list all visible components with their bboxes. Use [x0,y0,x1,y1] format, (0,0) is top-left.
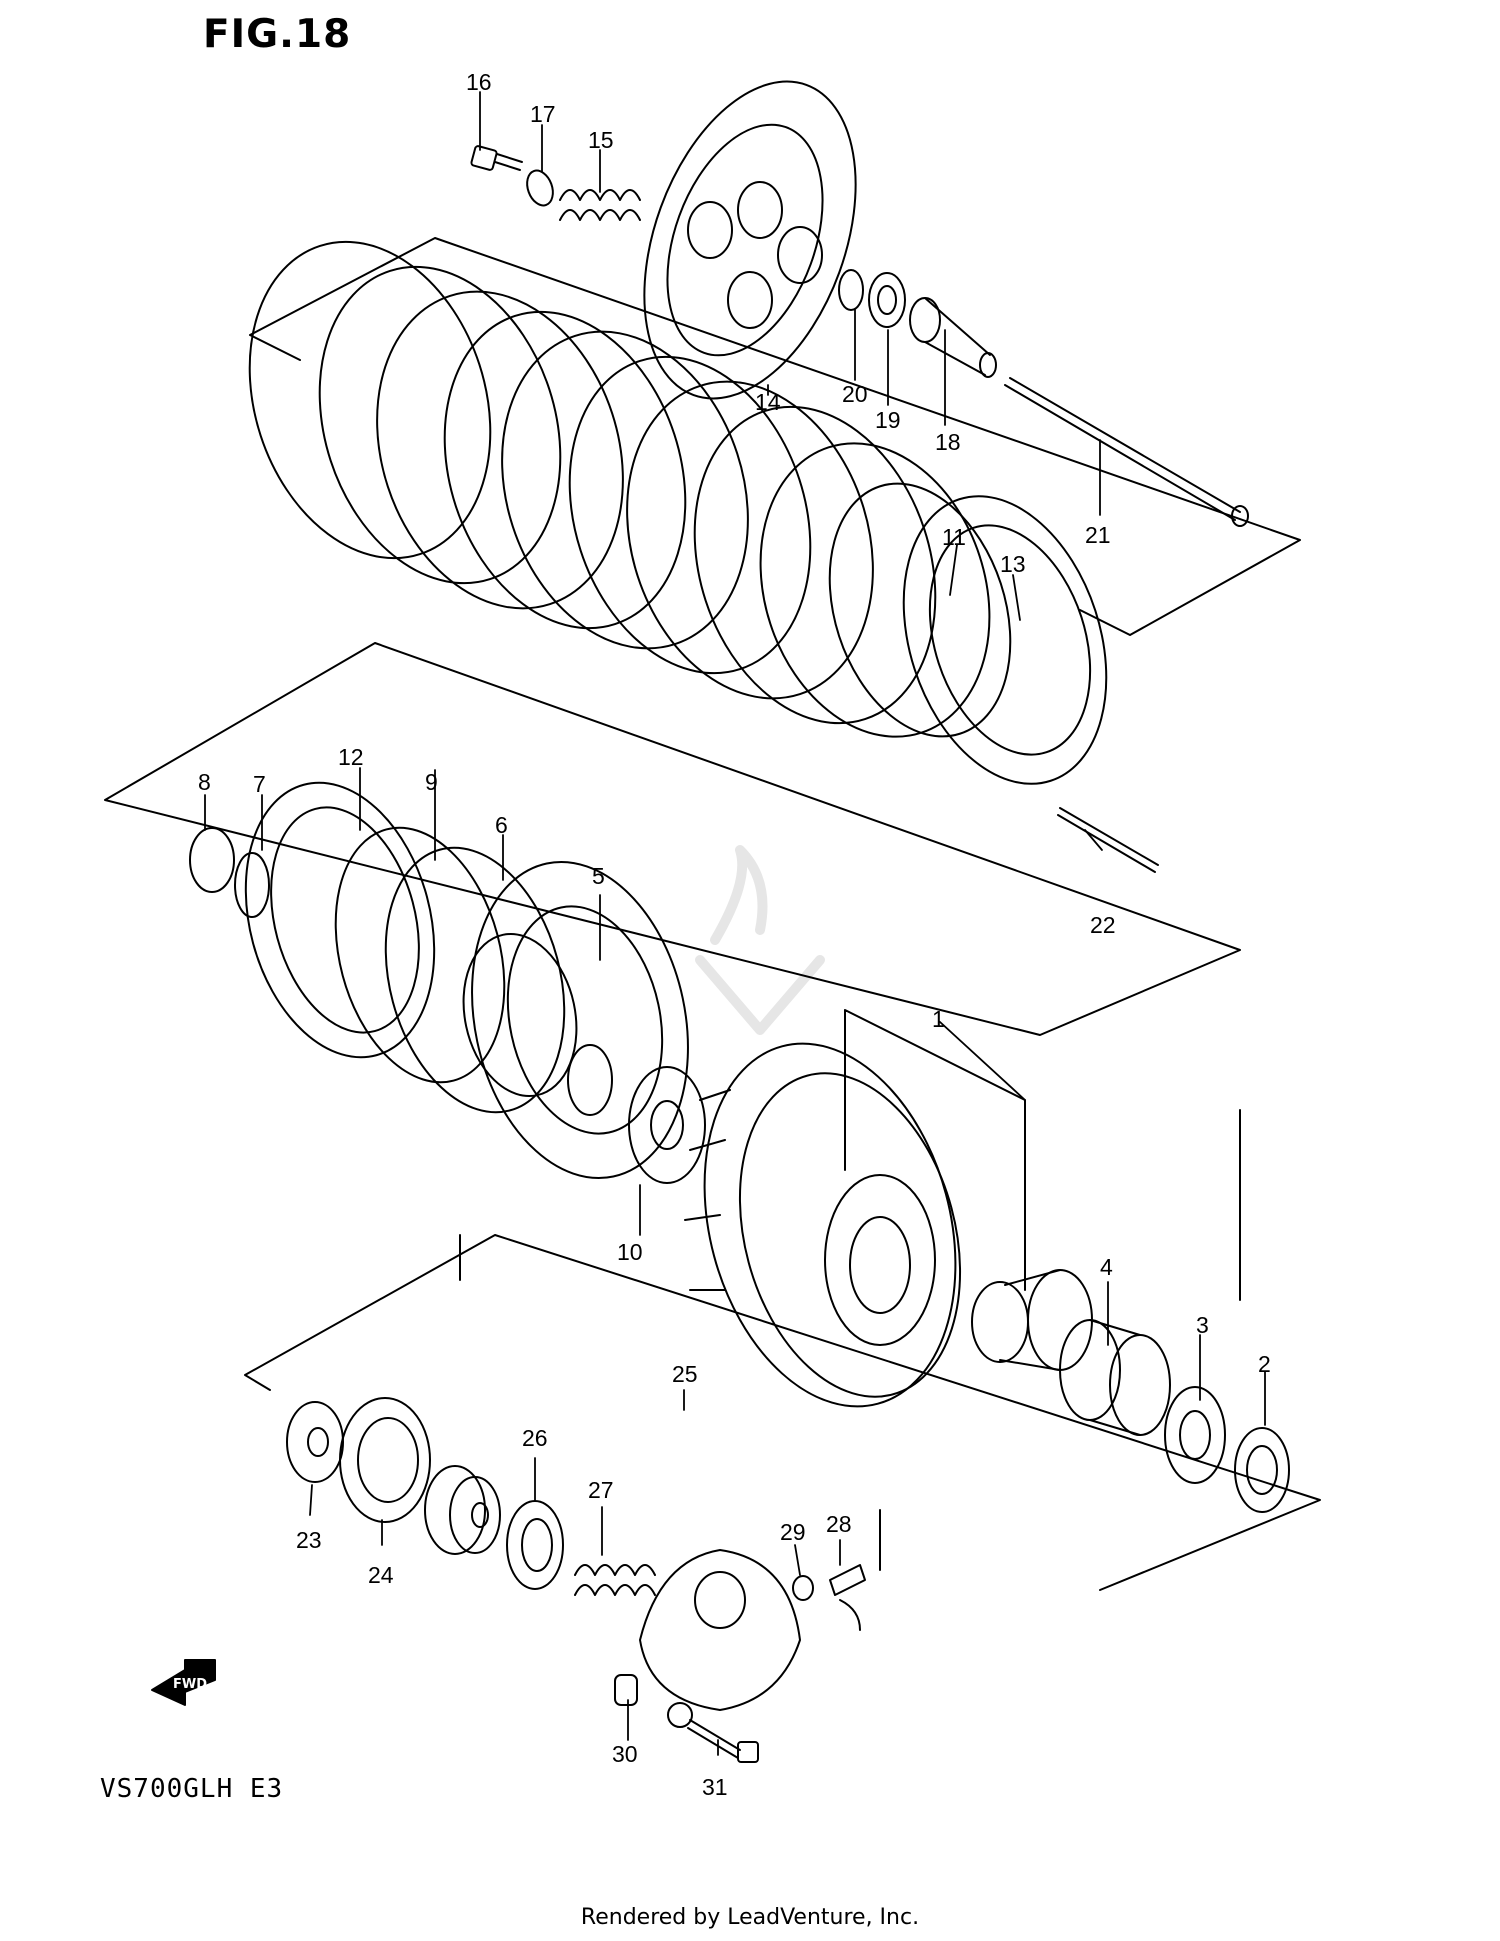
bracket-plates [249,237,1301,636]
bracket-housing [844,1009,1241,1301]
dowel-pin [614,1674,638,1706]
wire-ring [384,846,566,1114]
spacer [971,1269,1093,1371]
watermark-logo [695,845,825,1035]
part-number-2: 2 [1258,1351,1271,1377]
part-number-12: 12 [338,744,364,770]
needle-bearing [1059,1319,1171,1436]
clutch-plate-stack [248,240,1108,785]
part-number-31: 31 [702,1774,728,1800]
figure-title: FIG.18 [203,12,352,57]
part-number-23: 23 [296,1527,322,1553]
leader-lines [204,91,1266,1756]
part-number-20: 20 [842,381,868,407]
part-number-9: 9 [425,769,438,795]
fwd-label: FWD [173,1677,207,1692]
pressure-plate [643,80,857,400]
part-number-16: 16 [466,69,492,95]
part-number-25: 25 [672,1361,698,1387]
part-number-1: 1 [932,1006,945,1032]
fwd-arrow [151,1659,216,1706]
release-cylinder [639,1549,801,1728]
part-number-27: 27 [588,1477,614,1503]
push-piece [909,297,997,378]
guide-pin [1057,807,1159,873]
cylinder-bolt [687,1719,759,1763]
bracket-hub [104,642,1241,1036]
washer [526,169,554,207]
piston [424,1465,501,1555]
piston-seal [286,1401,344,1483]
oil-seal [506,1500,564,1590]
spring-plate [244,781,436,1059]
nut [189,827,235,893]
part-number-15: 15 [588,127,614,153]
footer-credit: Rendered by LeadVenture, Inc. [580,1905,920,1930]
thrust-washer-hub [628,1066,706,1184]
part-number-29: 29 [780,1519,806,1545]
part-number-18: 18 [935,429,961,455]
part-number-10: 10 [617,1239,643,1265]
part-number-5: 5 [592,863,605,889]
part-number-11: 11 [942,524,966,550]
bolt [470,145,523,171]
part-number-4: 4 [1100,1254,1113,1280]
lock-washer [234,852,270,918]
bleeder-valve [829,1564,866,1631]
model-code: VS700GLH E3 [100,1774,284,1804]
part-number-21: 21 [1085,522,1111,548]
clutch-spring [559,189,641,221]
clutch-housing [684,1042,962,1408]
part-number-24: 24 [368,1562,394,1588]
part-number-8: 8 [198,769,211,795]
part-number-13: 13 [1000,551,1026,577]
part-number-6: 6 [495,812,508,838]
release-bearing [868,272,906,328]
thrust-washer-3 [1234,1427,1290,1513]
part-number-26: 26 [522,1425,548,1451]
thrust-washer [838,269,864,311]
push-rod [1004,377,1249,527]
part-number-30: 30 [612,1741,638,1767]
release-piston [339,1397,431,1523]
spring-seat [334,826,506,1084]
bleeder-cap [792,1575,814,1601]
bracket-assembly [244,1234,1321,1591]
part-number-19: 19 [875,407,901,433]
part-number-28: 28 [826,1511,852,1537]
sleeve-hub [462,860,689,1180]
part-labels: 1 2 3 4 5 6 7 8 9 10 11 12 13 14 15 16 1… [198,69,1271,1800]
thrust-washer-2 [1164,1386,1226,1484]
part-number-17: 17 [530,101,556,127]
part-number-3: 3 [1196,1312,1209,1338]
cylinder-spring [574,1564,656,1596]
part-number-7: 7 [253,771,266,797]
part-number-22: 22 [1090,912,1116,938]
part-number-14: 14 [755,389,781,415]
